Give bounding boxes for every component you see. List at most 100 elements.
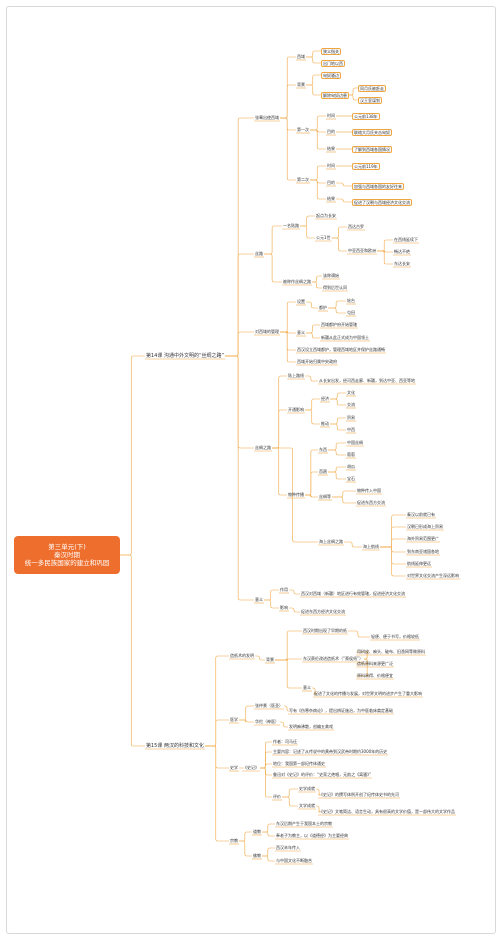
node-szllx[interactable]: 陆上路线 bbox=[288, 373, 304, 378]
node-ycjgv[interactable]: 了解到西域各国情况 bbox=[352, 146, 392, 153]
node-ycmd[interactable]: 目的 bbox=[327, 129, 335, 134]
node-xyyy2[interactable]: 新疆从此正式成为中国领土 bbox=[321, 335, 369, 340]
node-yiyi1a[interactable]: 西汉对西域（新疆）地区进行有效管辖，促进经济文化交流 bbox=[301, 591, 405, 596]
node-zzcl1[interactable]: 用树皮、麻头、破布、旧渔网等做原料 bbox=[357, 649, 425, 654]
node-sl[interactable]: 丝路 bbox=[255, 251, 263, 256]
node-hs6a[interactable]: 对世界文化交流产生深远影响 bbox=[407, 573, 459, 578]
node-zzcl2[interactable]: 造纸原料来源更广泛 bbox=[357, 661, 393, 666]
node-hs4a[interactable]: 到东南亚诸国各地 bbox=[407, 549, 439, 554]
node-xyyy[interactable]: 意义 bbox=[297, 330, 305, 335]
node-szljy2[interactable]: 文化 bbox=[347, 390, 355, 395]
node-xyzg1[interactable]: 都护 bbox=[319, 305, 327, 310]
node-szljy4[interactable]: 推动 bbox=[321, 421, 329, 426]
node-ecjgv[interactable]: 促进了汉朝与西域经济文化交流 bbox=[352, 199, 412, 206]
node-szlwz3[interactable]: 葡萄 bbox=[347, 452, 355, 457]
node-hs1a[interactable]: 秦汉以前就已有 bbox=[407, 512, 435, 517]
node-szljy6[interactable]: 中西 bbox=[347, 427, 355, 432]
node-szllx1[interactable]: 从长安出发，经河西走廊、新疆，到达中亚、西亚等地 bbox=[319, 378, 415, 383]
node-sxpj1[interactable]: 史学成就 bbox=[299, 786, 315, 791]
node-xiyu2[interactable]: 出门地以西 bbox=[321, 60, 345, 67]
node-szlhs[interactable]: 海上丝绸之路 bbox=[319, 539, 343, 544]
node-sx[interactable]: 史学 bbox=[230, 765, 238, 770]
node-yxzzj[interactable]: 张仲景（医圣） bbox=[255, 703, 283, 708]
node-zjfj2[interactable]: 与中国文化不断融合 bbox=[276, 858, 312, 863]
node-xy3[interactable]: 西汉设立西域都护，管理西域地区并保护丝路通畅 bbox=[297, 347, 385, 352]
node-szlwz4[interactable]: 苜蓿 bbox=[319, 469, 327, 474]
node-xyd[interactable]: 对西域的管理 bbox=[255, 329, 279, 334]
node-xyyy1[interactable]: 西域都护府开始管辖 bbox=[321, 322, 357, 327]
node-hsty[interactable]: 张骞出使西域 bbox=[255, 115, 279, 120]
node-yd3[interactable]: 西达古罗 bbox=[348, 224, 364, 229]
node-zjdj2[interactable]: 奉老子为教主，以《道德经》为主要经典 bbox=[276, 833, 348, 838]
node-szlwz5[interactable]: 胡瓜 bbox=[347, 464, 355, 469]
node-l15[interactable]: 第15课 两汉的科技和文化 bbox=[146, 743, 204, 749]
node-sxsj[interactable]: 《史记》 bbox=[243, 765, 259, 770]
node-hs[interactable]: 被称作丝绸之路 bbox=[283, 279, 311, 284]
node-zj[interactable]: 宗教 bbox=[230, 838, 238, 843]
node-l14[interactable]: 第14课 沟通中外文明的“丝绸之路” bbox=[146, 353, 225, 359]
node-yiyi2a[interactable]: 促进东西方经济文化交流 bbox=[301, 609, 345, 614]
node-zjdj[interactable]: 道教 bbox=[253, 829, 261, 834]
node-yd4[interactable]: 中亚西亚和欧洲 bbox=[348, 248, 376, 253]
node-zz1[interactable]: 西汉时期出现了早期的纸 bbox=[303, 628, 347, 633]
node-szljy5[interactable]: 贸易 bbox=[347, 415, 355, 420]
node-yd7[interactable]: 东达长安 bbox=[394, 261, 410, 266]
node-ecsjv[interactable]: 公元前119年 bbox=[352, 163, 380, 170]
node-zzyy[interactable]: 意义 bbox=[303, 685, 311, 690]
node-yxht1[interactable]: 发明麻沸散，创编五禽戏 bbox=[289, 724, 333, 729]
node-sxdw[interactable]: 地位：我国第一部纪传体通史 bbox=[273, 761, 325, 766]
node-szl[interactable]: 丝绸之路 bbox=[255, 445, 271, 450]
node-szlwz[interactable]: 物种传播 bbox=[288, 492, 304, 497]
node-yiyi[interactable]: 意义 bbox=[255, 597, 263, 602]
node-yd1[interactable]: 起点为长安 bbox=[316, 213, 336, 218]
node-xyzg2[interactable]: 轮台 bbox=[347, 298, 355, 303]
node-xyzg3[interactable]: 屯田 bbox=[347, 310, 355, 315]
node-szlwz2[interactable]: 中国丝绸 bbox=[347, 440, 363, 445]
node-hs5a[interactable]: 航线延伸更远 bbox=[407, 561, 431, 566]
node-yiyi1[interactable]: 作用 bbox=[280, 587, 288, 592]
node-zz2[interactable]: 轻便、便于书写，价格较低 bbox=[371, 634, 419, 639]
node-xyzg[interactable]: 设置 bbox=[297, 299, 305, 304]
node-sxpj2a[interactable]: 《史记》文笔简洁、语言生动，具有很高的文学价值，是一部伟大的文学作品 bbox=[319, 809, 455, 814]
node-ecjg[interactable]: 结果 bbox=[327, 196, 335, 201]
node-zzcl[interactable]: 东汉蔡伦改进造纸术（“蔡侯纸”） bbox=[303, 656, 364, 661]
node-ecmdv[interactable]: 加强与西域各国的友好往来 bbox=[352, 183, 404, 190]
node-bj3[interactable]: 同月氏被赶走 bbox=[358, 85, 386, 92]
node-szlwz9[interactable]: 促进东西方交流 bbox=[357, 500, 385, 505]
node-ycjg[interactable]: 结果 bbox=[327, 146, 335, 151]
node-zjdj1[interactable]: 东汉后期产生于我国本土的宗教 bbox=[276, 821, 332, 826]
node-sxnr[interactable]: 主要内容：记述了从传说中的黄帝到汉武帝时期约3000年的历史 bbox=[273, 749, 388, 754]
node-yxzzj1[interactable]: 写有《伤寒杂病论》，提出辨证施治，为中医临床奠定基础 bbox=[289, 708, 393, 713]
node-hs2[interactable]: 得到后世认同 bbox=[323, 285, 347, 290]
node-yc[interactable]: 第一次 bbox=[297, 127, 309, 132]
node-ycsjv[interactable]: 公元前138年 bbox=[352, 113, 380, 120]
node-zjfj[interactable]: 佛教 bbox=[253, 853, 261, 858]
node-hs3a[interactable]: 海外贸易范围更广 bbox=[407, 536, 439, 541]
node-bj4[interactable]: 汉王室谋划 bbox=[358, 97, 382, 104]
node-yd[interactable]: 一名陆路 bbox=[283, 223, 299, 228]
node-bj2[interactable]: 解除匈奴边患 bbox=[321, 92, 349, 99]
node-bj1[interactable]: 匈奴骚边 bbox=[321, 72, 341, 79]
node-yiyi2[interactable]: 影响 bbox=[280, 605, 288, 610]
node-szlwz7[interactable]: 丝绸等 bbox=[319, 494, 331, 499]
node-sxzz[interactable]: 作者：司马迁 bbox=[273, 739, 297, 744]
node-yd5[interactable]: 在西线延续下 bbox=[394, 237, 418, 242]
node-szljy1[interactable]: 经济 bbox=[321, 396, 329, 401]
node-bj[interactable]: 背景 bbox=[297, 82, 305, 87]
node-xiyu1[interactable]: 狭义指关 bbox=[321, 48, 341, 55]
node-zzcl3[interactable]: 原料易得、价格便宜 bbox=[357, 673, 393, 678]
node-hsbh[interactable]: 海上航线 bbox=[363, 544, 379, 549]
node-zzbj[interactable]: 背景 bbox=[266, 657, 274, 662]
node-yd2[interactable]: 公元1世 bbox=[316, 235, 331, 240]
node-ycsj[interactable]: 时间 bbox=[327, 113, 335, 118]
node-szljy3[interactable]: 交流 bbox=[347, 402, 355, 407]
node-szlwz6[interactable]: 宝石 bbox=[347, 476, 355, 481]
node-hs2a[interactable]: 汉朝已形成海上贸易 bbox=[407, 524, 443, 529]
node-yxht[interactable]: 华佗（神医） bbox=[255, 719, 279, 724]
node-sxpj[interactable]: 评价 bbox=[273, 794, 281, 799]
node-szljy[interactable]: 开通影响 bbox=[288, 407, 304, 412]
node-zzyy1[interactable]: 促进了文化的传播与发展，对世界文明的进步产生了重大影响 bbox=[314, 691, 422, 696]
node-xy4[interactable]: 西域开始归属中央政府 bbox=[297, 359, 337, 364]
node-yx[interactable]: 医学 bbox=[230, 717, 238, 722]
node-yd6[interactable]: 畅达不绝 bbox=[394, 249, 410, 254]
